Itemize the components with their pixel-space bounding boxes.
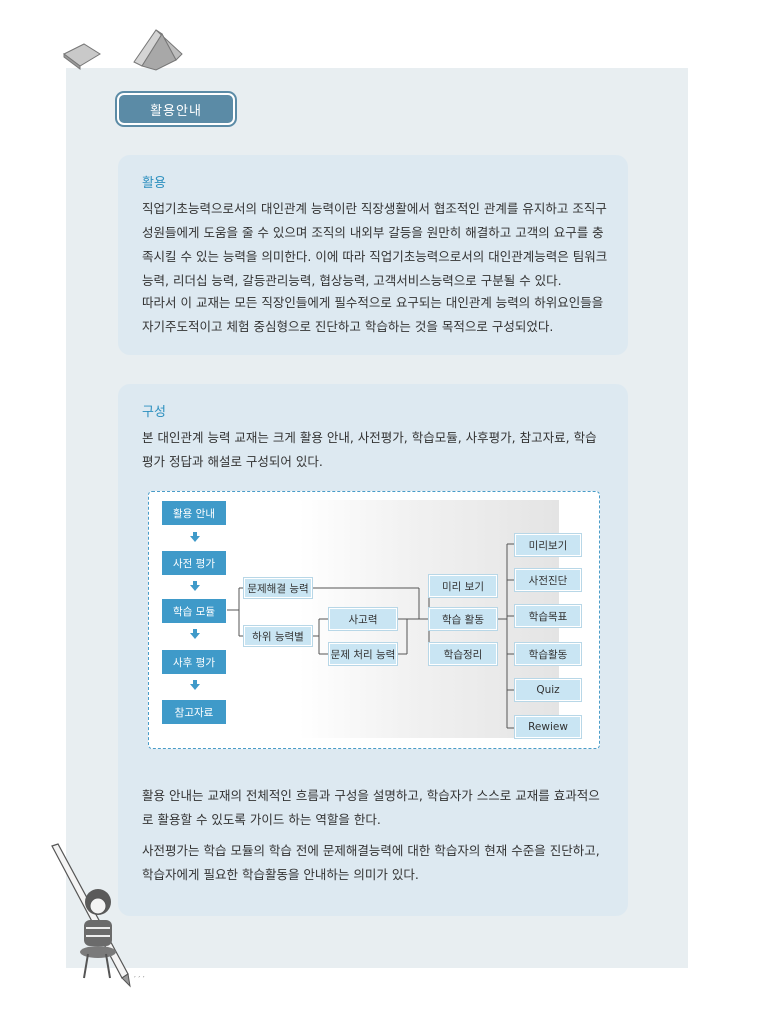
down-arrow-icon (190, 532, 200, 542)
step-summary: 학습정리 (429, 643, 497, 665)
usage-paragraph-1: 직업기초능력으로서의 대인관계 능력이란 직장생활에서 협조적인 관계를 유지하… (142, 201, 608, 288)
flow-references: 참고자료 (162, 700, 226, 724)
down-arrow-icon (190, 680, 200, 690)
activity-pre-diagnosis: 사전진단 (515, 569, 581, 591)
structure-diagram: 활용 안내 사전 평가 학습 모듈 사후 평가 참고자료 문제해결 능력 하위 … (148, 491, 600, 749)
flow-pre-assessment: 사전 평가 (162, 551, 226, 575)
svg-text:′ ′ ′: ′ ′ ′ (134, 975, 145, 984)
activity-quiz: Quiz (515, 679, 581, 701)
open-book-icon (133, 29, 183, 71)
usage-card: 활용 직업기초능력으로서의 대인관계 능력이란 직장생활에서 협조적인 관계를 … (118, 155, 628, 355)
down-arrow-icon (190, 629, 200, 639)
activity-preview: 미리보기 (515, 534, 581, 556)
flow-learning-module: 학습 모듈 (162, 599, 226, 623)
flow-post-assessment: 사후 평가 (162, 650, 226, 674)
sub-problem-handling: 문제 처리 능력 (329, 643, 397, 665)
activity-learning-goal: 학습목표 (515, 605, 581, 627)
branch-problem-solving: 문제해결 능력 (244, 578, 312, 598)
activity-learning: 학습활동 (515, 643, 581, 665)
structure-intro: 본 대인관계 능력 교재는 크게 활용 안내, 사전평가, 학습모듈, 사후평가… (142, 430, 597, 469)
down-arrow-icon (190, 581, 200, 591)
usage-paragraph-2: 따라서 이 교재는 모든 직장인들에게 필수적으로 요구되는 대인관계 능력의 … (142, 295, 604, 334)
sub-thinking: 사고력 (329, 608, 397, 630)
structure-paragraph-1: 활용 안내는 교재의 전체적인 흐름과 구성을 설명하고, 학습자가 스스로 교… (142, 788, 600, 827)
usage-guide-badge: 활용안내 (117, 93, 235, 125)
structure-title: 구성 (142, 405, 166, 420)
flow-usage-guide: 활용 안내 (162, 501, 226, 525)
diagram-connectors (227, 543, 515, 729)
branch-sub-ability: 하위 능력별 (244, 626, 312, 646)
activity-review: Rewiew (515, 716, 581, 738)
step-preview: 미리 보기 (429, 575, 497, 597)
structure-paragraph-2: 사전평가는 학습 모듈의 학습 전에 문제해결능력에 대한 학습자의 현재 수준… (142, 843, 600, 882)
step-learning-activity: 학습 활동 (429, 608, 497, 630)
book-icon (63, 43, 101, 70)
usage-title: 활용 (142, 176, 166, 191)
girl-with-pencil-illustration: ′ ′ ′ (51, 843, 145, 988)
